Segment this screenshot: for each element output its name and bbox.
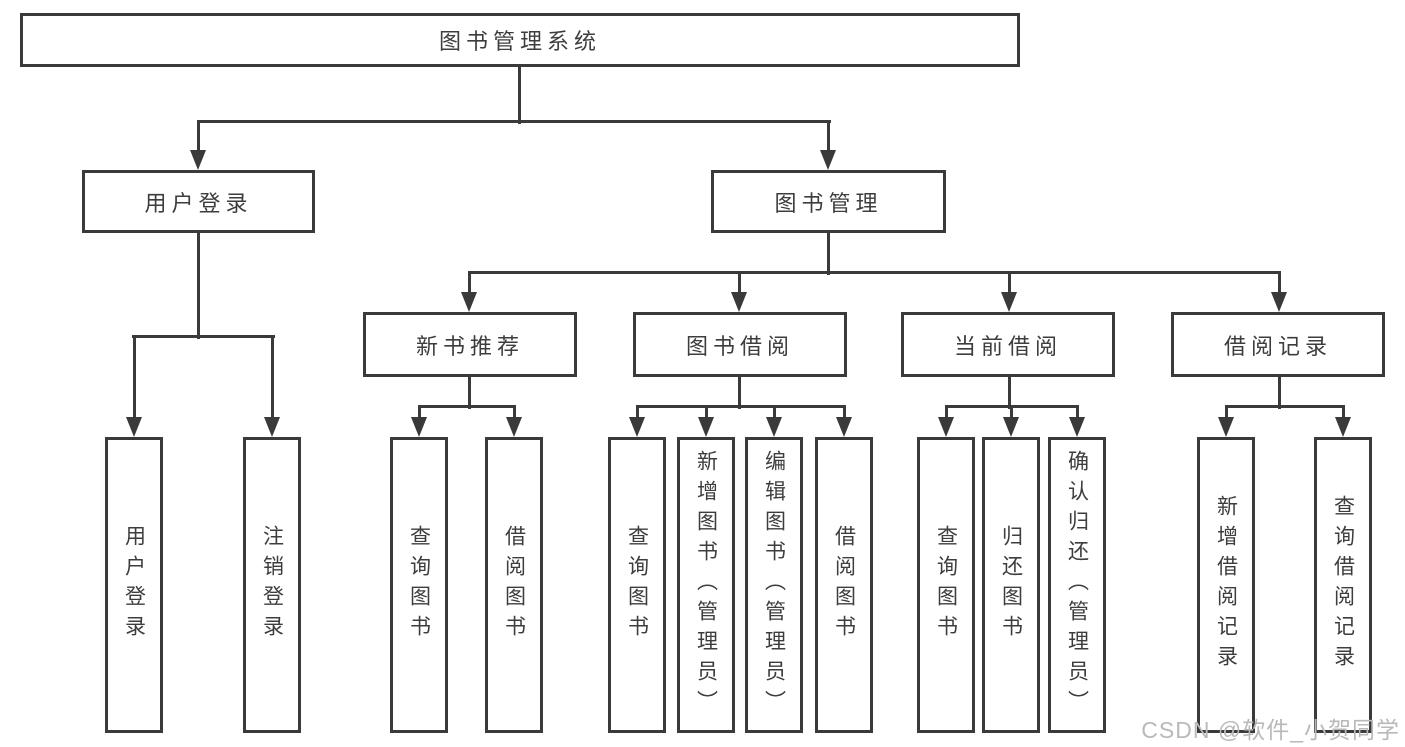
connector-arrow-shaft (1010, 405, 1013, 423)
arrowhead-icon (506, 417, 522, 437)
node-new-book-recommend: 新书推荐 (363, 312, 577, 377)
connector-arrow-shaft (773, 405, 776, 423)
arrowhead-icon (836, 417, 852, 437)
leaf-logout: 注销登录 (243, 437, 301, 733)
leaf-cb-query-book: 查询图书 (917, 437, 975, 733)
leaf-rec-borrow-book: 借阅图书 (485, 437, 543, 733)
leaf-cb-return-book: 归还图书 (982, 437, 1040, 733)
connector-arrow-shaft (705, 405, 708, 423)
connector-arrow-shaft (1008, 271, 1011, 298)
connector-book-mgmt-stem (827, 233, 830, 275)
arrowhead-icon (126, 417, 142, 437)
arrowhead-icon (938, 417, 954, 437)
connector-arrow-shaft (1225, 405, 1228, 423)
leaf-rec-query-book: 查询图书 (390, 437, 448, 733)
arrowhead-icon (766, 417, 782, 437)
leaf-cb-confirm-return-admin: 确认归还（管理员） (1048, 437, 1106, 733)
connector-user-login-stem (197, 233, 200, 339)
node-current-borrow: 当前借阅 (901, 312, 1115, 377)
arrowhead-icon (1335, 417, 1351, 437)
node-root: 图书管理系统 (20, 13, 1020, 67)
connector-arrow-shaft (636, 405, 639, 423)
connector-rec-split (418, 405, 516, 408)
leaf-user-login: 用户登录 (105, 437, 163, 733)
arrowhead-icon (461, 292, 477, 312)
leaf-bb-query-book: 查询图书 (608, 437, 666, 733)
connector-rec-stem (468, 377, 471, 409)
arrowhead-icon (1001, 292, 1017, 312)
arrowhead-icon (629, 417, 645, 437)
csdn-watermark: CSDN @软件_小贺同学 (1141, 717, 1400, 743)
leaf-br-query-record: 查询借阅记录 (1314, 437, 1372, 733)
connector-arrow-shaft (468, 271, 471, 298)
arrowhead-icon (731, 292, 747, 312)
arrowhead-icon (411, 417, 427, 437)
connector-root-stem (518, 67, 521, 124)
leaf-bb-borrow-book: 借阅图书 (815, 437, 873, 733)
connector-arrow-shaft (827, 120, 830, 156)
arrowhead-icon (264, 417, 280, 437)
connector-arrow-shaft (1278, 271, 1281, 298)
connector-arrow-shaft (513, 405, 516, 423)
connector-arrow-shaft (1342, 405, 1345, 423)
arrowhead-icon (698, 417, 714, 437)
connector-arrow-shaft (945, 405, 948, 423)
connector-arrow-shaft (738, 271, 741, 298)
arrowhead-icon (1218, 417, 1234, 437)
arrowhead-icon (1003, 417, 1019, 437)
arrowhead-icon (1271, 292, 1287, 312)
connector-bb-stem (738, 377, 741, 409)
leaf-bb-add-book-admin: 新增图书（管理员） (677, 437, 735, 733)
arrowhead-icon (820, 150, 836, 170)
arrowhead-icon (1069, 417, 1085, 437)
connector-arrow-shaft (418, 405, 421, 423)
connector-arrow-shaft (133, 335, 136, 423)
arrowhead-icon (190, 150, 206, 170)
node-borrow-records: 借阅记录 (1171, 312, 1385, 377)
leaf-bb-edit-book-admin: 编辑图书（管理员） (745, 437, 803, 733)
connector-level1-split (197, 120, 831, 123)
connector-arrow-shaft (843, 405, 846, 423)
connector-arrow-shaft (197, 120, 200, 156)
connector-arrow-shaft (271, 335, 274, 423)
connector-user-login-split (132, 335, 275, 338)
node-user-login: 用户登录 (82, 170, 315, 233)
connector-br-split (1225, 405, 1344, 408)
connector-level2-split (468, 271, 1281, 274)
leaf-br-add-record: 新增借阅记录 (1197, 437, 1255, 733)
node-book-borrow: 图书借阅 (633, 312, 847, 377)
connector-br-stem (1278, 377, 1281, 409)
connector-arrow-shaft (1076, 405, 1079, 423)
connector-cb-stem (1008, 377, 1011, 409)
node-book-management: 图书管理 (711, 170, 946, 233)
connector-bb-split (636, 405, 846, 408)
